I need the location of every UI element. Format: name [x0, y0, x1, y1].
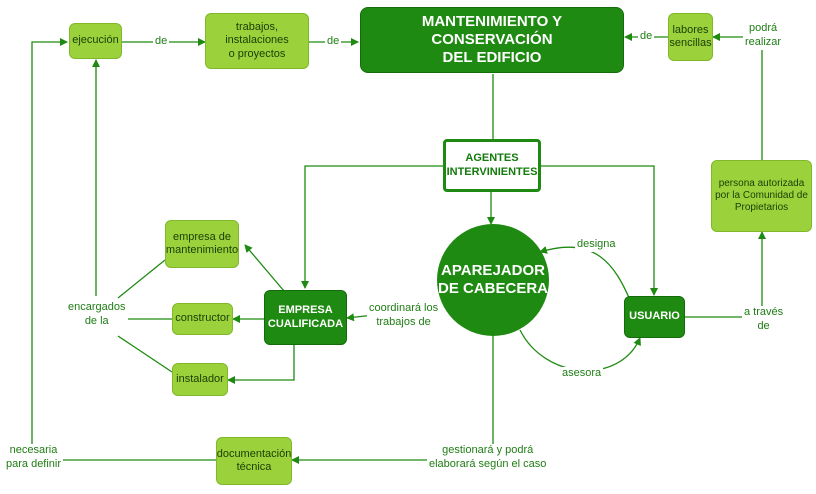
node-aparejador[interactable]: APAREJADOR DE CABECERA — [437, 224, 549, 336]
edge-instalador-encargados — [117, 335, 173, 373]
node-documentacion-line2: técnica — [236, 461, 272, 473]
edge-aparejador-usuario — [519, 329, 641, 372]
link-label-de-3: de — [638, 30, 655, 44]
edge-empresa-instalador — [227, 345, 295, 384]
edge-aparejador-documentacion — [291, 335, 494, 464]
edge-empresa-mantenimiento — [244, 244, 285, 292]
node-agentes-line1: AGENTES — [465, 152, 519, 165]
node-ejecucion-label: ejecución — [72, 34, 119, 47]
node-empresa-cual-line1: EMPRESA — [278, 304, 333, 317]
node-empresa-mant-line2: mantenimiento — [165, 244, 239, 256]
edge-agentes-usuario — [541, 165, 658, 296]
node-empresa-cual-line2: CUALIFICADA — [267, 317, 344, 330]
edge-usuario-aparejador — [539, 246, 631, 301]
link-label-a-traves-line1: a través — [744, 306, 784, 318]
node-trabajos[interactable]: trabajos, instalaciones o proyectos — [205, 13, 309, 69]
main-concept[interactable]: MANTENIMIENTO Y CONSERVACIÓN DEL EDIFICI… — [360, 7, 624, 73]
node-constructor-label: constructor — [175, 312, 230, 325]
node-labores-line2: sencillas — [669, 37, 712, 49]
link-label-de-2: de — [325, 35, 342, 49]
node-persona-line1: persona autorizada — [718, 178, 805, 189]
node-instalador[interactable]: instalador — [172, 363, 228, 396]
node-labores[interactable]: labores sencillas — [668, 13, 713, 61]
node-constructor[interactable]: constructor — [172, 303, 233, 335]
node-documentacion[interactable]: documentación técnica — [216, 437, 292, 485]
node-usuario-label: USUARIO — [629, 310, 680, 323]
link-label-gestionara: gestionará y podrá elaborará según el ca… — [427, 444, 549, 472]
edge-agentes-empresa — [301, 165, 443, 289]
node-agentes-line2: INTERVINIENTES — [446, 165, 538, 178]
link-label-podra-realizar: podrá realizar — [743, 22, 784, 50]
node-persona-autorizada[interactable]: persona autorizada por la Comunidad de P… — [711, 160, 812, 232]
main-concept-line1: MANTENIMIENTO Y CONSERVACIÓN — [421, 13, 563, 48]
node-labores-line1: labores — [672, 23, 709, 36]
link-label-necesaria-line1: necesaria — [9, 444, 58, 456]
link-label-coordinara: coordinará los trabajos de — [367, 302, 441, 330]
link-label-gestionara-line2: elaborará según el caso — [429, 457, 547, 470]
link-label-podra-line1: podrá — [748, 22, 778, 34]
node-empresa-cualificada[interactable]: EMPRESA CUALIFICADA — [264, 290, 347, 345]
link-label-necesaria: necesaria para definir — [4, 444, 64, 472]
node-agentes[interactable]: AGENTES INTERVINIENTES — [443, 139, 541, 192]
node-aparejador-line2: DE CABECERA — [437, 280, 548, 297]
node-ejecucion[interactable]: ejecución — [69, 23, 122, 59]
link-label-designa: designa — [575, 238, 618, 252]
link-label-encargados-line2: de la — [84, 314, 109, 327]
link-label-encargados: encargados de la — [66, 301, 128, 329]
node-empresa-mant-line1: empresa de — [172, 230, 232, 243]
node-trabajos-line1: trabajos, instalaciones — [225, 21, 289, 47]
edge-usuario-persona — [685, 231, 766, 318]
node-documentacion-line1: documentación — [216, 447, 292, 460]
node-empresa-mantenimiento[interactable]: empresa de mantenimiento — [165, 220, 239, 268]
edge-documentacion-ejecucion — [31, 38, 216, 461]
link-label-podra-line2: realizar — [745, 35, 782, 48]
link-label-coordinara-line2: trabajos de — [376, 315, 431, 328]
link-label-a-traves-de: a través de — [742, 306, 786, 334]
edge-mantenimiento-encargados — [117, 259, 166, 299]
link-label-de-1: de — [153, 35, 170, 49]
link-label-encargados-line1: encargados — [68, 301, 126, 313]
main-concept-line2: DEL EDIFICIO — [442, 49, 542, 66]
node-instalador-label: instalador — [176, 372, 224, 385]
node-persona-line3: Propietarios — [734, 202, 789, 213]
node-aparejador-line1: APAREJADOR — [441, 262, 545, 279]
link-label-gestionara-line1: gestionará y podrá — [442, 444, 534, 456]
edge-persona-labores — [712, 33, 763, 160]
link-label-necesaria-line2: para definir — [6, 457, 62, 470]
node-usuario[interactable]: USUARIO — [624, 296, 685, 338]
node-persona-line2: por la Comunidad de — [715, 190, 808, 201]
link-label-coordinara-line1: coordinará los — [369, 302, 439, 314]
link-label-a-traves-line2: de — [757, 319, 770, 332]
node-trabajos-line2: o proyectos — [228, 47, 286, 60]
link-label-asesora: asesora — [560, 367, 604, 381]
